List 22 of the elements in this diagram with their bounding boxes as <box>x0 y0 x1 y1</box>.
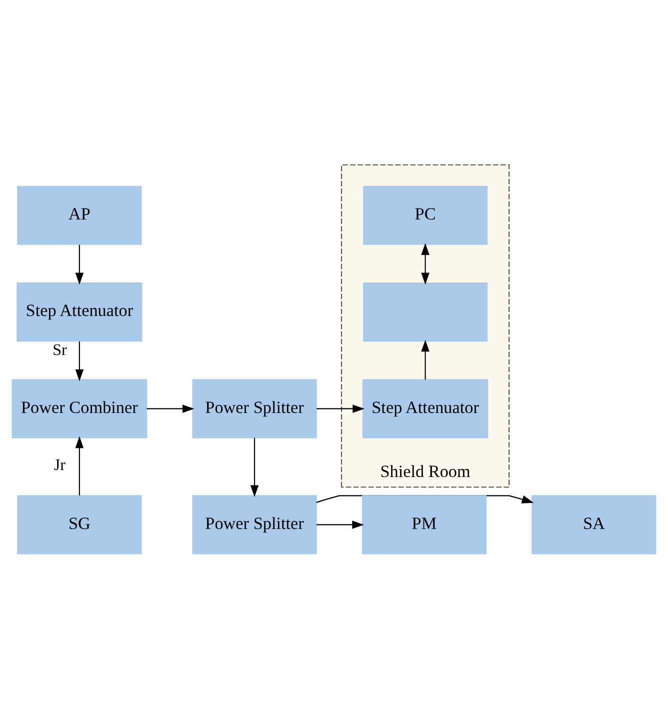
arrow <box>75 341 84 382</box>
node-box: Step Attenuator <box>362 379 488 438</box>
arrow <box>75 244 84 285</box>
arrow <box>250 438 259 498</box>
arrow <box>316 520 364 529</box>
node-box: Step Attenuator <box>16 282 142 342</box>
arrow <box>316 404 364 413</box>
node-box: SA <box>532 495 656 554</box>
node-box: PC <box>363 186 488 245</box>
node-box: Power Splitter <box>192 495 317 554</box>
node-box <box>363 282 488 342</box>
node-box: Power Combiner <box>12 379 148 438</box>
node-box: SG <box>17 495 142 554</box>
node-box: AP <box>17 186 142 245</box>
arrow <box>421 340 430 380</box>
arrow <box>421 243 430 285</box>
edge-label: Sr <box>52 342 67 360</box>
node-box: PM <box>362 495 487 554</box>
node-box: Power Splitter <box>192 379 317 438</box>
arrow <box>75 436 84 496</box>
arrow <box>146 404 194 413</box>
edge-label: Jr <box>54 456 66 474</box>
